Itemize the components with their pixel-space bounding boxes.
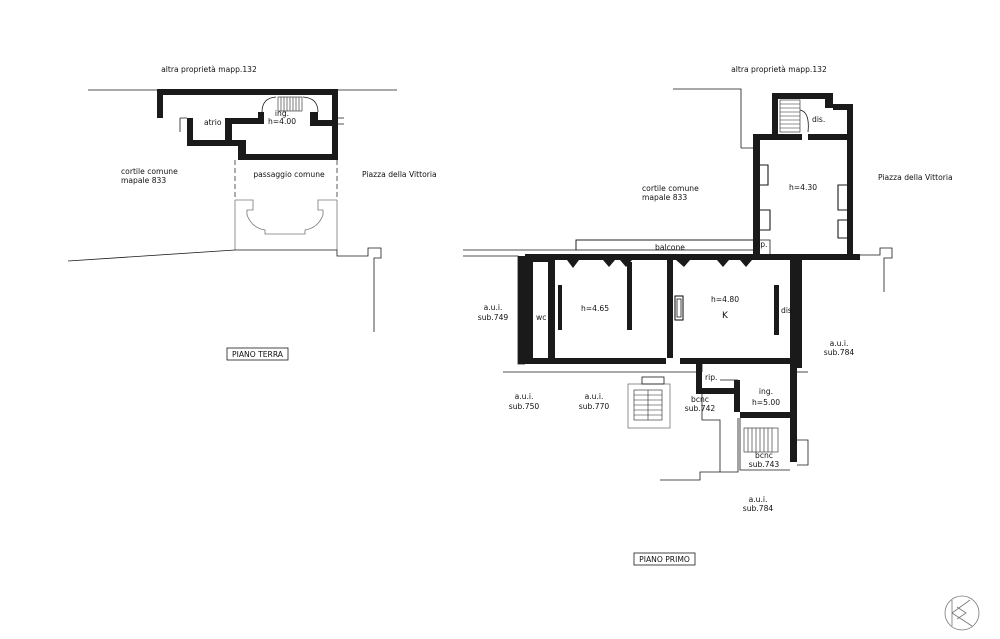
ground-courtyard-label-2: mapale 833: [121, 176, 166, 185]
aui-770-label-1: a.u.i.: [585, 392, 604, 401]
ground-floor-plan: [67, 89, 397, 332]
first-rip-upper-label: rip.: [755, 240, 767, 249]
first-room-h465-label: h=4.65: [581, 304, 609, 313]
ground-floor-title: PIANO TERRA: [232, 350, 284, 359]
ground-top-neighbor-label: altra proprietà mapp.132: [161, 65, 257, 74]
first-rip-lower-label: rip.: [705, 373, 717, 382]
first-courtyard-label-2: mapale 833: [642, 193, 687, 202]
bcnc-742-label-1: bcnc: [691, 395, 709, 404]
first-top-neighbor-label: altra proprietà mapp.132: [731, 65, 827, 74]
aui-784-bottom-label-1: a.u.i.: [749, 495, 768, 504]
first-floor-title-box: [633, 552, 696, 566]
first-wc-label: wc: [536, 313, 546, 322]
first-square-label: Piazza della Vittoria: [878, 173, 953, 182]
first-room-h430-label: h=4.30: [789, 183, 817, 192]
ground-ing-height-label: h=4.00: [268, 117, 296, 126]
aui-770-label-2: sub.770: [579, 402, 610, 411]
aui-750-label-2: sub.750: [509, 402, 540, 411]
first-dis-top-label: dis.: [812, 115, 825, 124]
aui-784-right-label-1: a.u.i.: [830, 339, 849, 348]
first-floor-plan: [463, 88, 893, 481]
ground-floor-title-box: [226, 347, 289, 361]
bcnc-742-label-2: sub.742: [685, 404, 716, 413]
aui-784-right-label-2: sub.784: [824, 348, 855, 357]
firm-logo-icon: [944, 595, 980, 631]
aui-750-label-1: a.u.i.: [515, 392, 534, 401]
first-dis-right-label: dis.: [781, 306, 794, 315]
aui-784-bottom-label-2: sub.784: [743, 504, 774, 513]
first-courtyard-label-1: cortile comune: [642, 184, 699, 193]
first-kitchen-label: K: [722, 311, 729, 321]
first-ing-height-label: h=5.00: [752, 398, 780, 407]
ground-square-label: Piazza della Vittoria: [362, 170, 437, 179]
bcnc-743-label-2: sub.743: [749, 460, 780, 469]
ground-courtyard-label-1: cortile comune: [121, 167, 178, 176]
aui-749-label-2: sub.749: [478, 313, 509, 322]
ground-ing-label: ing.: [275, 109, 289, 118]
aui-749-label-1: a.u.i.: [484, 303, 503, 312]
first-balcone-label: balcone: [655, 243, 685, 252]
ground-atrio-label: atrio: [204, 118, 222, 127]
first-floor-title: PIANO PRIMO: [639, 555, 690, 564]
bcnc-743-label-1: bcnc: [755, 451, 773, 460]
ground-passage-label: passaggio comune: [253, 170, 325, 179]
first-ing-label: ing.: [759, 387, 773, 396]
first-room-h480-label: h=4.80: [711, 295, 739, 304]
